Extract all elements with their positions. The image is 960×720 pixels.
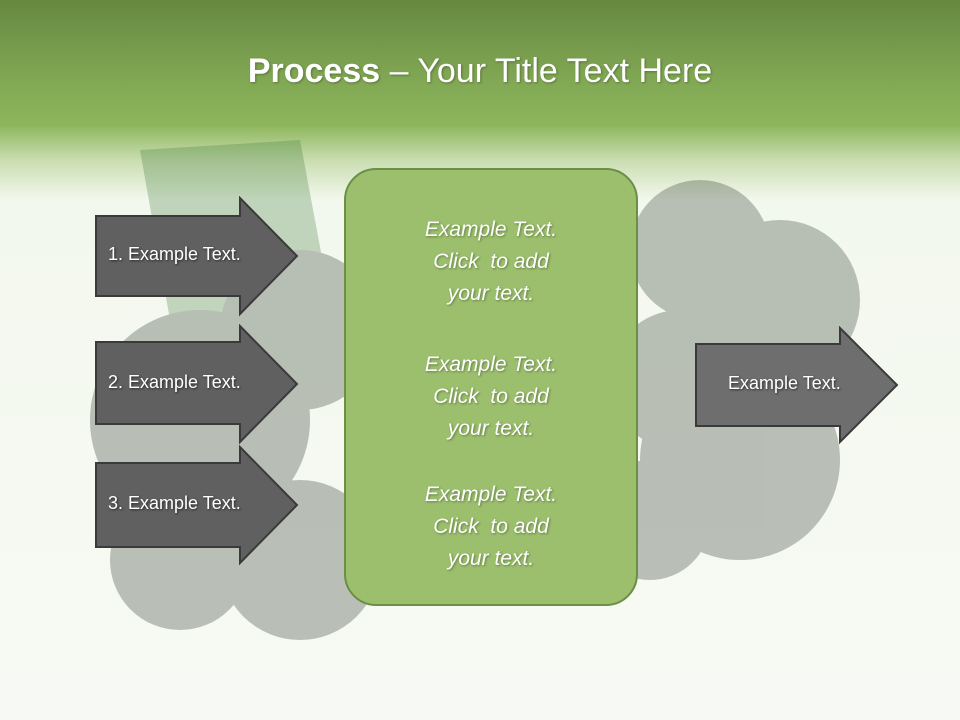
output-label: Example Text. (728, 373, 841, 393)
text-block-1: Example Text. Click to add your text. (346, 214, 636, 310)
process-step-arrow-1[interactable]: 1. Example Text. (94, 195, 304, 323)
output-arrow[interactable]: Example Text. (694, 325, 904, 453)
step-label: 1. Example Text. (108, 244, 241, 264)
process-step-arrow-2[interactable]: 2. Example Text. (94, 323, 304, 451)
step-label: 3. Example Text. (108, 493, 241, 513)
block-line: Example Text. (424, 353, 558, 376)
center-text-box[interactable]: Example Text. Click to add your text. Ex… (344, 168, 638, 606)
block-line: Example Text. (424, 218, 558, 241)
step-label: 2. Example Text. (108, 372, 241, 392)
block-line: your text. (447, 282, 535, 305)
arrow-right-shape (95, 444, 299, 566)
title-rest: – Your Title Text Here (380, 52, 713, 90)
block-line: Click to add (433, 250, 549, 273)
block-line: Example Text. (424, 483, 558, 506)
arrow-right-shape (95, 323, 299, 445)
block-line: your text. (447, 417, 535, 440)
slide-title: Process – Your Title Text Here (0, 52, 960, 91)
process-step-arrow-3[interactable]: 3. Example Text. (94, 444, 304, 572)
block-line: Click to add (433, 385, 549, 408)
title-bold: Process (247, 52, 381, 90)
text-block-2: Example Text. Click to add your text. (346, 349, 636, 445)
arrow-right-shape (95, 195, 299, 317)
block-line: your text. (447, 547, 535, 570)
block-line: Click to add (433, 515, 549, 538)
arrow-right-shape (695, 325, 899, 445)
text-block-3: Example Text. Click to add your text. (346, 479, 636, 575)
